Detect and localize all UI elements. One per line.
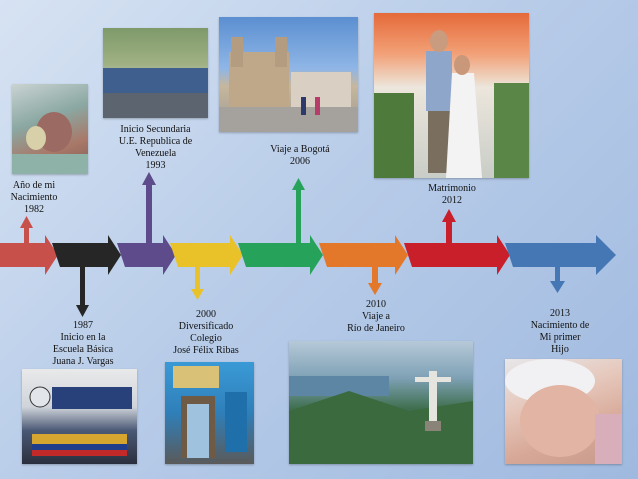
arrow-segment-2006 <box>238 235 323 275</box>
photo-school-juana-vargas-1987 <box>22 369 137 464</box>
connector-1987 <box>76 267 89 317</box>
label-1987: 1987 Inicio en la Escuela Básica Juana J… <box>52 320 114 367</box>
photo-newborn-1982 <box>12 84 88 174</box>
arrow-segment-2010 <box>319 235 408 275</box>
connector-2010 <box>368 267 382 295</box>
baby-incubator-image <box>12 112 88 174</box>
students-image <box>103 68 208 118</box>
photo-first-son-2013 <box>505 359 622 464</box>
connector-2006 <box>292 178 305 244</box>
label-1993: Inicio Secundaria U.E. Republica de Vene… <box>118 124 193 171</box>
photo-rio-de-janeiro-2010 <box>289 341 473 464</box>
arrow-segment-2012 <box>404 235 510 275</box>
photo-school-students-1993 <box>103 28 208 118</box>
arrow-segment-2000 <box>170 235 243 275</box>
connector-1982 <box>20 216 33 244</box>
label-2000: 2000 Diversificado Colegio José Félix Ri… <box>173 309 239 356</box>
label-1982: Año de mi Nacimiento 1982 <box>10 180 58 215</box>
connector-2013 <box>550 267 565 293</box>
arrow-segment-1982 <box>0 235 58 275</box>
colegio-entrance-image <box>173 366 247 458</box>
arrow-segment-2013 <box>505 235 616 275</box>
cathedral-image <box>219 37 358 132</box>
school-facade-image <box>29 386 132 456</box>
baby-son-image <box>505 359 622 464</box>
connector-2000 <box>191 267 204 300</box>
photo-wedding-2012 <box>374 13 529 178</box>
label-2013: 2013 Nacimiento de Mi primer Hijo <box>530 308 590 355</box>
photo-bogota-cathedral-2006 <box>219 17 358 132</box>
wedding-couple-image <box>374 30 529 178</box>
connector-2012 <box>442 209 456 244</box>
arrow-segment-1993 <box>117 235 176 275</box>
connector-1993 <box>142 172 156 244</box>
christ-redeemer-image <box>289 371 473 464</box>
label-2010: 2010 Viaje a Río de Janeiro <box>347 299 405 334</box>
label-2012: Matrimonio 2012 <box>428 183 476 206</box>
arrow-segment-1987 <box>52 235 121 275</box>
label-2006: Viaje a Bogotá 2006 <box>270 144 330 167</box>
photo-colegio-jose-felix-ribas-2000 <box>165 362 254 464</box>
